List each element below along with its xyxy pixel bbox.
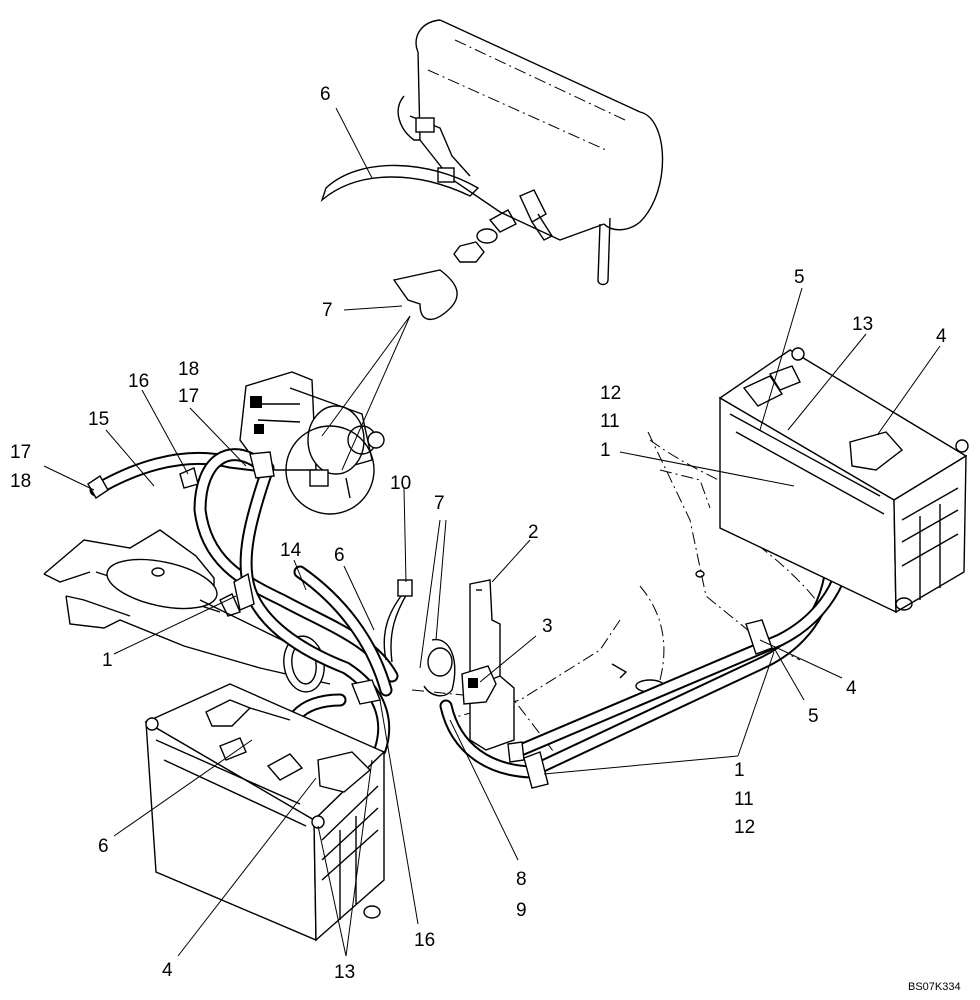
callout-16: 16: [414, 930, 435, 951]
callout-9: 9: [516, 900, 527, 921]
callout-16: 16: [128, 371, 149, 392]
tank-assembly: [320, 19, 664, 320]
starter-motor: [239, 371, 385, 515]
callout-7: 7: [434, 493, 445, 514]
callout-14: 14: [280, 540, 302, 561]
drawing-reference-code: BS07K334: [908, 981, 961, 993]
callout-10: 10: [390, 473, 411, 494]
callout-6: 6: [98, 836, 109, 857]
callout-5: 5: [794, 267, 805, 288]
disconnect-bracket: [423, 579, 515, 751]
callout-6: 6: [320, 84, 331, 105]
callout-5: 5: [808, 706, 819, 727]
callout-1: 1: [102, 650, 113, 671]
callout-1: 1: [600, 440, 611, 461]
callout-4: 4: [162, 960, 173, 981]
left-frame-rail: [43, 529, 331, 693]
callout-11: 11: [600, 411, 620, 432]
callout-11: 11: [734, 789, 754, 810]
callout-labels: 6 7 5 13 4 18 17 16 15 17 18 12 11 1 10 …: [10, 84, 961, 993]
callout-7: 7: [322, 300, 333, 321]
leader-lines: [43, 107, 941, 957]
callout-18: 18: [178, 359, 199, 380]
callout-13: 13: [334, 962, 355, 983]
right-battery: [718, 347, 969, 614]
callout-3: 3: [542, 616, 553, 637]
callout-12: 12: [734, 817, 755, 838]
callout-12: 12: [600, 383, 621, 404]
callout-4: 4: [936, 326, 947, 347]
callout-17: 17: [178, 386, 199, 407]
callout-1: 1: [734, 760, 745, 781]
callout-8: 8: [516, 869, 527, 890]
callout-2: 2: [528, 522, 539, 543]
left-battery: [144, 683, 386, 942]
callout-6: 6: [334, 545, 345, 566]
callout-17: 17: [10, 442, 31, 463]
callout-13: 13: [852, 314, 873, 335]
callout-18: 18: [10, 471, 31, 492]
callout-15: 15: [88, 409, 109, 430]
callout-4: 4: [846, 678, 857, 699]
